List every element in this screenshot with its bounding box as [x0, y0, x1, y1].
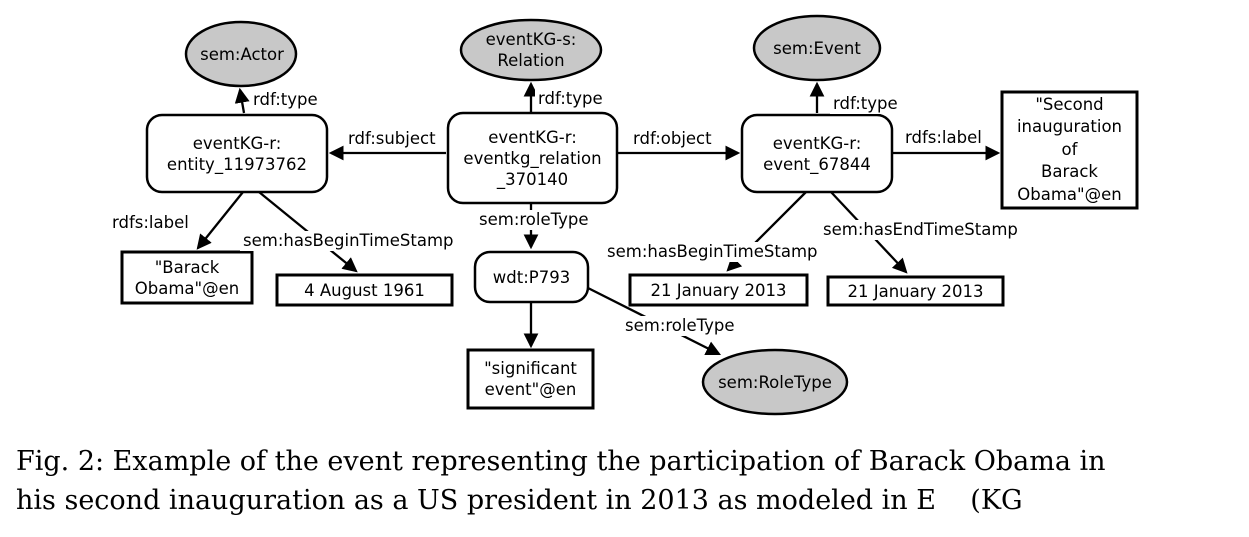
edge-label-rdf-object: rdf:object: [630, 129, 715, 149]
edge-label-rdf-type-relation: rdf:type: [535, 89, 606, 109]
node-barack-obama-literal: [120, 250, 254, 305]
edge-label-rdfs-label-event: rdfs:label: [902, 128, 985, 148]
edge-label-roleType-wdt: sem:roleType: [622, 316, 738, 336]
edge-rdfs-label-entity: [196, 191, 244, 250]
edge-label-hasBeginTimeStamp-entity: sem:hasBeginTimeStamp: [240, 231, 457, 251]
node-wdt-p793: [473, 250, 590, 304]
node-sem-roletype: [701, 348, 849, 416]
caption-line-1: Fig. 2: Example of the event representin…: [16, 446, 1106, 477]
node-end-date-literal: [826, 275, 1005, 307]
figure-caption: Fig. 2: Example of the event representin…: [16, 442, 1241, 520]
node-birth-date-literal: [275, 273, 454, 307]
edge-label-rdf-subject: rdf:subject: [345, 129, 439, 149]
edge-label-hasEndTimeStamp-event: sem:hasEndTimeStamp: [820, 220, 1021, 240]
node-eventkg-relation-370140: [446, 111, 619, 205]
node-sem-event: [752, 14, 882, 82]
caption-line-2: his second inauguration as a US presiden…: [16, 485, 1023, 516]
node-eventkg-s-relation: [459, 18, 603, 82]
node-begin-date-literal: [628, 273, 809, 307]
node-event-67844: [740, 113, 894, 194]
edge-label-rdf-type-event: rdf:type: [830, 94, 901, 114]
edge-label-roleType-relation: sem:roleType: [476, 210, 592, 230]
node-sem-actor: [184, 20, 298, 88]
edge-rdf-type-entity: [234, 87, 250, 114]
node-significant-event-literal: [466, 348, 595, 410]
node-entity-11973762: [145, 113, 329, 194]
edge-label-rdf-type-entity: rdf:type: [250, 90, 321, 110]
edge-label-rdfs-label-entity: rdfs:label: [109, 213, 192, 233]
node-inauguration-literal: [1000, 90, 1139, 210]
edge-label-hasBeginTimeStamp-event: sem:hasBeginTimeStamp: [604, 242, 821, 262]
rdf-graph-diagram: [120, 14, 1139, 416]
